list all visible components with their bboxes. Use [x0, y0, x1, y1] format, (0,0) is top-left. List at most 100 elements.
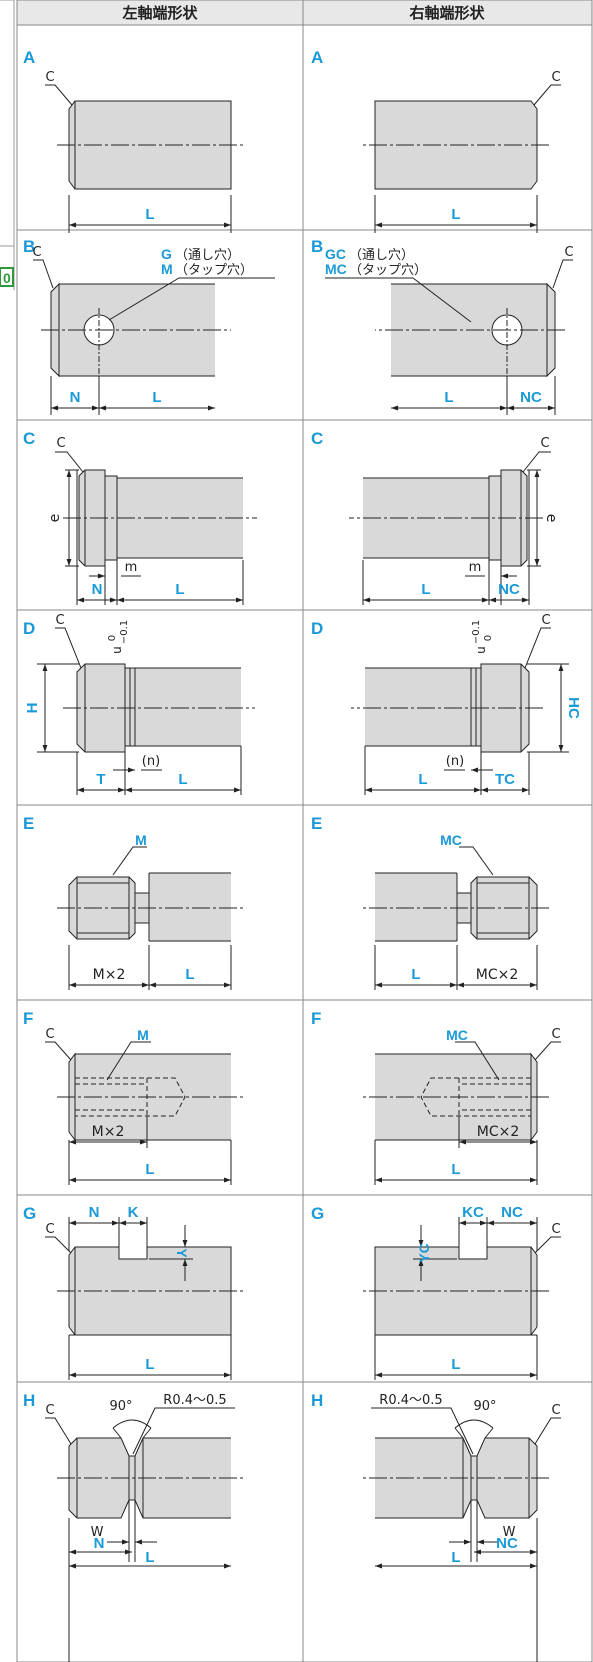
shape-type-label: E [311, 814, 322, 833]
dim-L-label: L [451, 1161, 460, 1178]
leader-line [552, 259, 573, 289]
shape-type-label: C [311, 429, 323, 448]
dim-L-label: L [451, 1356, 460, 1373]
dim-N-label: NC [520, 389, 542, 406]
dim-W-label: W [91, 1525, 104, 1540]
shaft-body [135, 668, 241, 746]
shape-type-label: E [23, 814, 34, 833]
hole-G-note: （通し穴） [175, 248, 240, 263]
angle-leg [142, 1427, 152, 1439]
tapped-hole-hidden [420, 1077, 531, 1117]
angle-arc [454, 1419, 494, 1429]
chamfer-C-label: C [56, 436, 65, 451]
dim-n-label: (n) [446, 754, 464, 769]
chamfer-C-label: C [32, 245, 41, 260]
leader-line [534, 1041, 561, 1061]
tap-M-note: （タップ穴） [175, 263, 253, 278]
chamfer-C-label: C [551, 70, 560, 85]
tol-upper-label: 0 [483, 635, 494, 641]
shape-type-label: F [23, 1009, 33, 1028]
header-right-shape: 右軸端形状 [409, 4, 485, 22]
thread-M-label: M [135, 832, 147, 848]
shaft-body [375, 873, 457, 941]
side-panel-fragment: 0 [0, 0, 15, 290]
leader-line [108, 277, 275, 321]
angle-arc [112, 1419, 152, 1429]
chamfer-C-label: C [551, 1222, 560, 1237]
cell-A-right: ALC [311, 48, 561, 233]
tap-M-note: （タップ穴） [349, 263, 427, 278]
leader-line [45, 1417, 72, 1445]
hole-G-label: GC [325, 246, 346, 262]
dim-K-label: K [128, 1204, 139, 1221]
cell-B-right: B NC L C GC（通し穴）MC（タップ穴） [311, 237, 574, 415]
tap-M-label: MC [446, 1027, 468, 1043]
chamfer-C-label: C [45, 1403, 54, 1418]
leader-line [55, 451, 84, 473]
dim-L-label: L [451, 206, 460, 223]
table-header: 左軸端形状 右軸端形状 [16, 0, 593, 26]
leader-line [459, 846, 494, 876]
dim-m-label: m [125, 560, 138, 575]
chamfer-C-label: C [45, 1027, 54, 1042]
dim-L-label: L [421, 581, 430, 598]
dim-N-label: N [94, 1535, 105, 1552]
leader-line [371, 1407, 474, 1455]
table-grid [16, 0, 593, 1662]
leader-line [522, 451, 551, 473]
radius-R-label: R0.4〜0.5 [163, 1393, 226, 1408]
leader-line [45, 1041, 72, 1061]
angle-90-label: 90° [473, 1399, 496, 1414]
hole-G-note: （通し穴） [349, 248, 414, 263]
dim-u-label: u [474, 646, 488, 654]
leader-line [132, 1407, 235, 1455]
shape-type-label: F [311, 1009, 321, 1028]
dim-L-label: L [185, 966, 194, 983]
leader-line [106, 1041, 151, 1081]
radius-R-label: R0.4〜0.5 [379, 1393, 442, 1408]
dim-Y-label: Y [174, 1248, 190, 1258]
dim-L-label: L [444, 389, 453, 406]
leader-line [533, 84, 561, 106]
dim-K-label: KC [462, 1204, 484, 1221]
dim-L-label: L [145, 206, 154, 223]
dim-m-label: m [469, 560, 482, 575]
shape-type-label: G [23, 1204, 36, 1223]
leader-line [45, 84, 73, 106]
tap-M-label: MC [325, 261, 347, 277]
tapped-hole-hidden [75, 1077, 186, 1117]
leader-line [325, 277, 472, 323]
leader-line [112, 846, 147, 876]
dim-W-label: W [503, 1525, 516, 1540]
shaft-body [365, 668, 471, 746]
dim-L-label: L [145, 1549, 154, 1566]
thread-M-label: MC [440, 832, 462, 848]
angle-leg [484, 1427, 494, 1439]
dim-L-label: L [145, 1161, 154, 1178]
dim-n-label: (n) [142, 754, 160, 769]
chamfer-C-label: C [551, 1027, 560, 1042]
header-left-shape: 左軸端形状 [121, 4, 198, 22]
dim-N-label: N [92, 581, 103, 598]
chamfer-C-label: C [541, 613, 550, 628]
tap-M-label: M [137, 1027, 149, 1043]
shape-type-label: B [311, 237, 323, 256]
tap-M-label: M [161, 261, 173, 277]
tol-upper-label: 0 [107, 635, 118, 641]
leader-line [55, 627, 82, 669]
chamfer-C-label: C [55, 613, 64, 628]
leader-line [45, 1236, 72, 1254]
chamfer-C-label: C [564, 245, 573, 260]
dim-L-label: L [418, 771, 427, 788]
dim-L-label: L [178, 771, 187, 788]
